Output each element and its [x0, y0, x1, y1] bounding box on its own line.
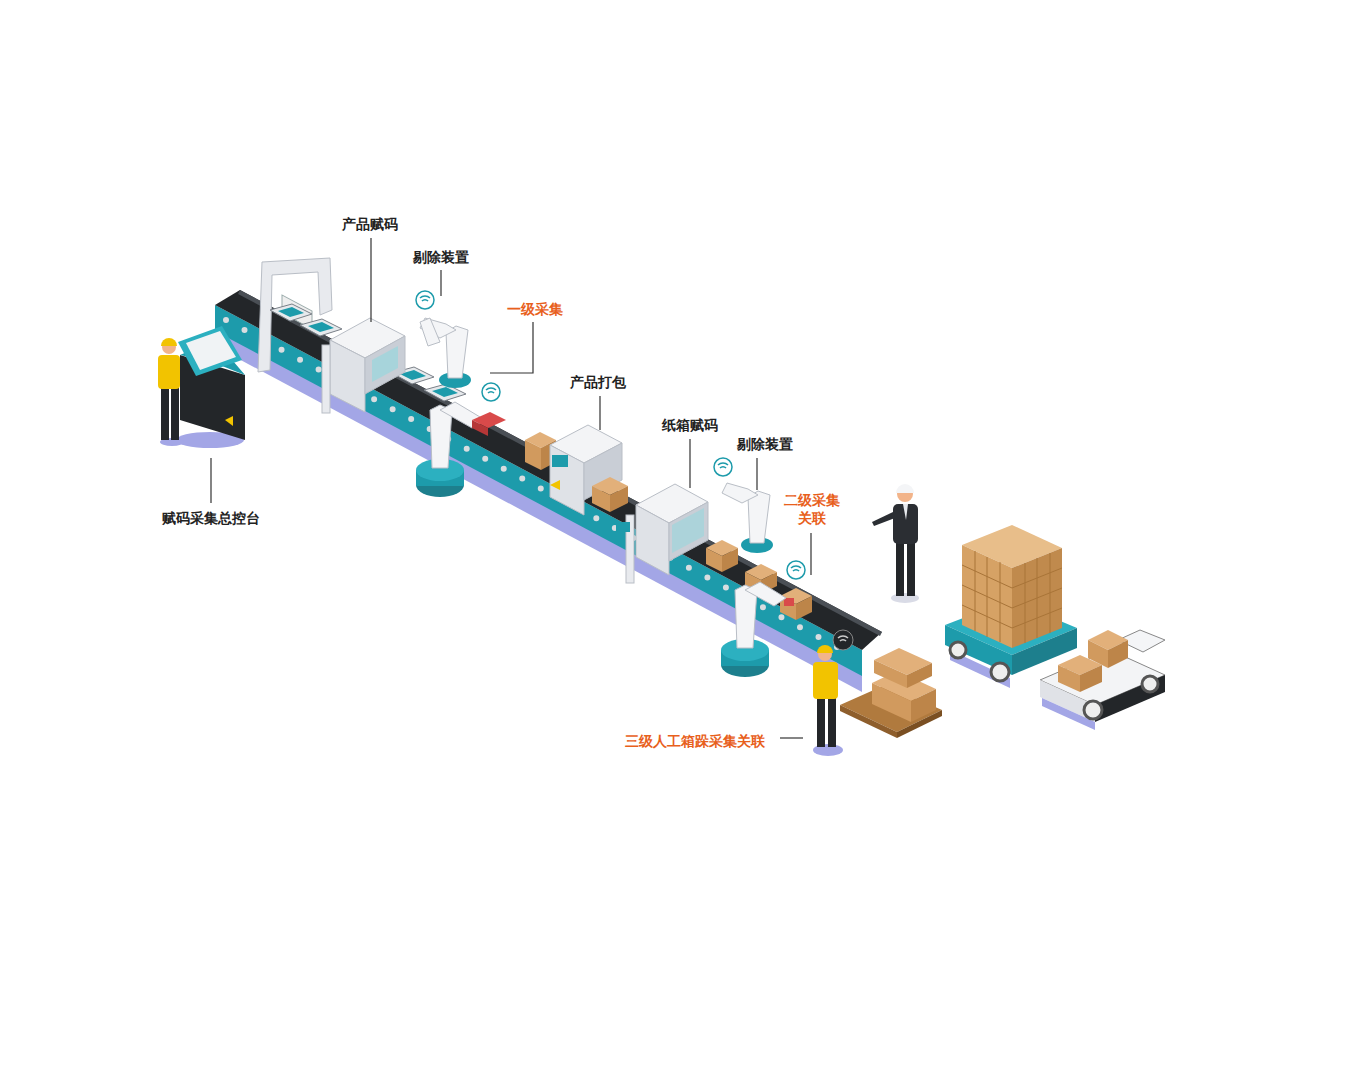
leader-lines — [211, 238, 811, 738]
callout-label: 剔除装置 — [735, 435, 795, 453]
callout-label: 二级采集 关联 — [778, 491, 846, 527]
callout-label: 一级采集 — [505, 300, 565, 318]
callout-label: 产品赋码 — [340, 215, 400, 233]
callout-label: 剔除装置 — [411, 248, 471, 266]
callout-label: 赋码采集总控台 — [160, 509, 262, 527]
callout-label: 三级人工箱跺采集关联 — [623, 732, 767, 750]
callout-label: 产品打包 — [568, 373, 628, 391]
callout-label: 纸箱赋码 — [660, 416, 720, 434]
